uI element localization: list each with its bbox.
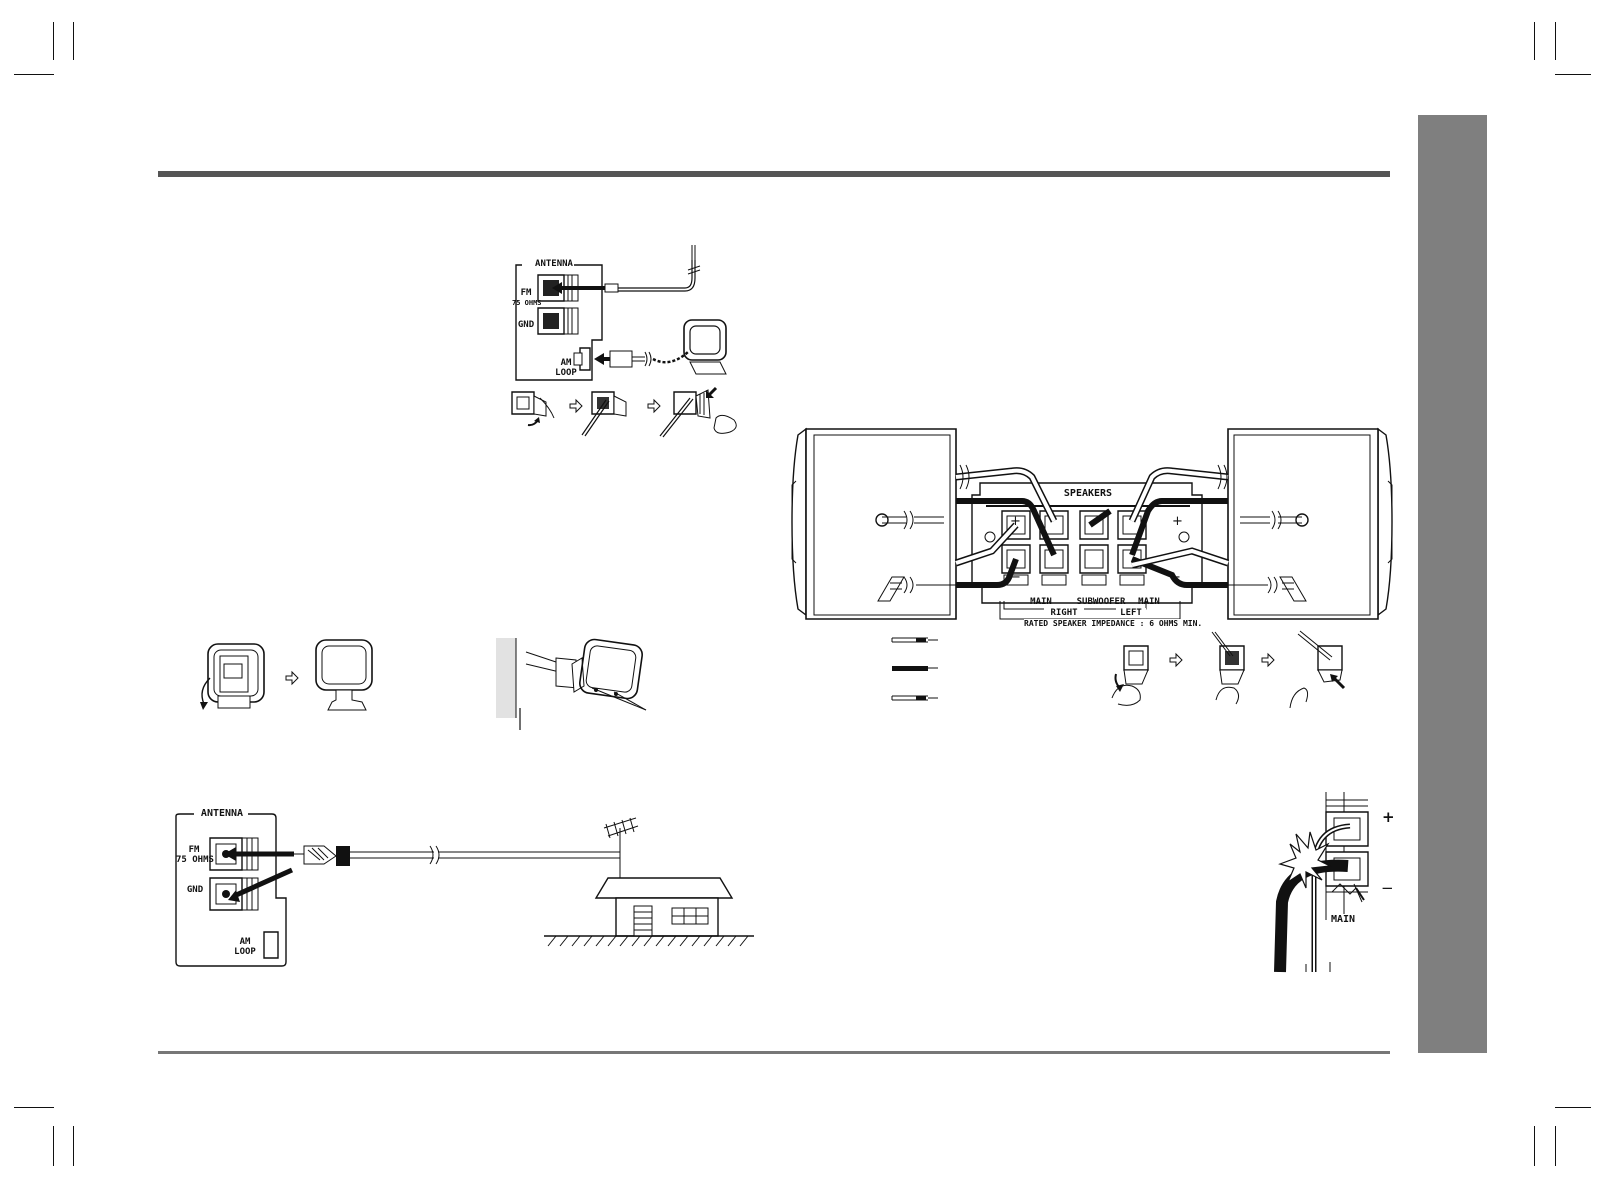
- speaker-connection-drawing: [792, 425, 1392, 635]
- main-right-label: MAIN: [1030, 597, 1052, 607]
- am-label: AM: [560, 358, 572, 368]
- right-label: RIGHT: [1044, 608, 1084, 618]
- fm-ohms-label: 75 OHMS: [512, 299, 542, 307]
- speaker-terminal-steps-drawing: [1112, 632, 1372, 712]
- antenna-label: ANTENNA: [534, 259, 574, 269]
- crop-mark: [1555, 74, 1591, 75]
- step-one-icon: [1112, 646, 1148, 705]
- left-label: LEFT: [1116, 608, 1146, 618]
- crop-mark: [53, 1126, 54, 1166]
- minus-sign-left: −: [1010, 570, 1021, 585]
- minus-sign-right: −: [1170, 570, 1181, 585]
- crop-mark: [14, 74, 54, 75]
- antenna-panel-top-drawing: [510, 240, 790, 450]
- step-two-icon: [582, 392, 626, 436]
- crop-mark: [53, 22, 54, 60]
- impedance-label: RATED SPEAKER IMPEDANCE : 6 OHMS MIN.: [1024, 619, 1203, 629]
- am-label: AM: [239, 937, 251, 947]
- fm-label: FM: [188, 845, 200, 855]
- fm-label: FM: [520, 288, 532, 298]
- crop-mark: [1555, 1126, 1556, 1166]
- plus-sign: +: [1382, 808, 1395, 826]
- fm-ohms-label: 75 OHMS: [176, 855, 214, 865]
- am-loop-label: LOOP: [555, 368, 577, 378]
- step-three-icon: [660, 388, 736, 437]
- crop-mark: [73, 22, 74, 60]
- side-tab: [1418, 115, 1487, 1053]
- crop-mark: [1534, 1126, 1535, 1166]
- plus-sign-left: +: [1010, 514, 1021, 529]
- crop-mark: [1534, 22, 1535, 60]
- outdoor-antenna-drawing: [172, 812, 762, 972]
- wall-mount-drawing: [496, 638, 666, 733]
- wire-short-detail-drawing: [1270, 792, 1380, 972]
- antenna-label: ANTENNA: [196, 808, 248, 819]
- header-rule: [158, 171, 1390, 177]
- step-two-icon: [1212, 632, 1244, 704]
- am-loop-label: LOOP: [234, 947, 256, 957]
- step-three-icon: [1290, 631, 1344, 708]
- plus-sign-right: +: [1172, 514, 1183, 529]
- footer-rule: [158, 1051, 1390, 1054]
- crop-mark: [14, 1107, 54, 1108]
- gnd-label: GND: [186, 885, 204, 895]
- crop-mark: [1555, 1107, 1591, 1108]
- crop-mark: [73, 1126, 74, 1166]
- main-label: MAIN: [1328, 914, 1358, 925]
- loop-antenna-assembly-drawing: [200, 638, 406, 718]
- step-one-icon: [512, 392, 554, 425]
- subwoofer-label: SUBWOOFER: [1076, 597, 1126, 607]
- crop-mark: [1555, 22, 1556, 60]
- minus-sign: −: [1381, 879, 1394, 897]
- wire-legend-drawing: [888, 630, 948, 710]
- gnd-label: GND: [517, 320, 535, 330]
- speakers-label: SPEAKERS: [1052, 488, 1124, 499]
- main-left-label: MAIN: [1138, 597, 1160, 607]
